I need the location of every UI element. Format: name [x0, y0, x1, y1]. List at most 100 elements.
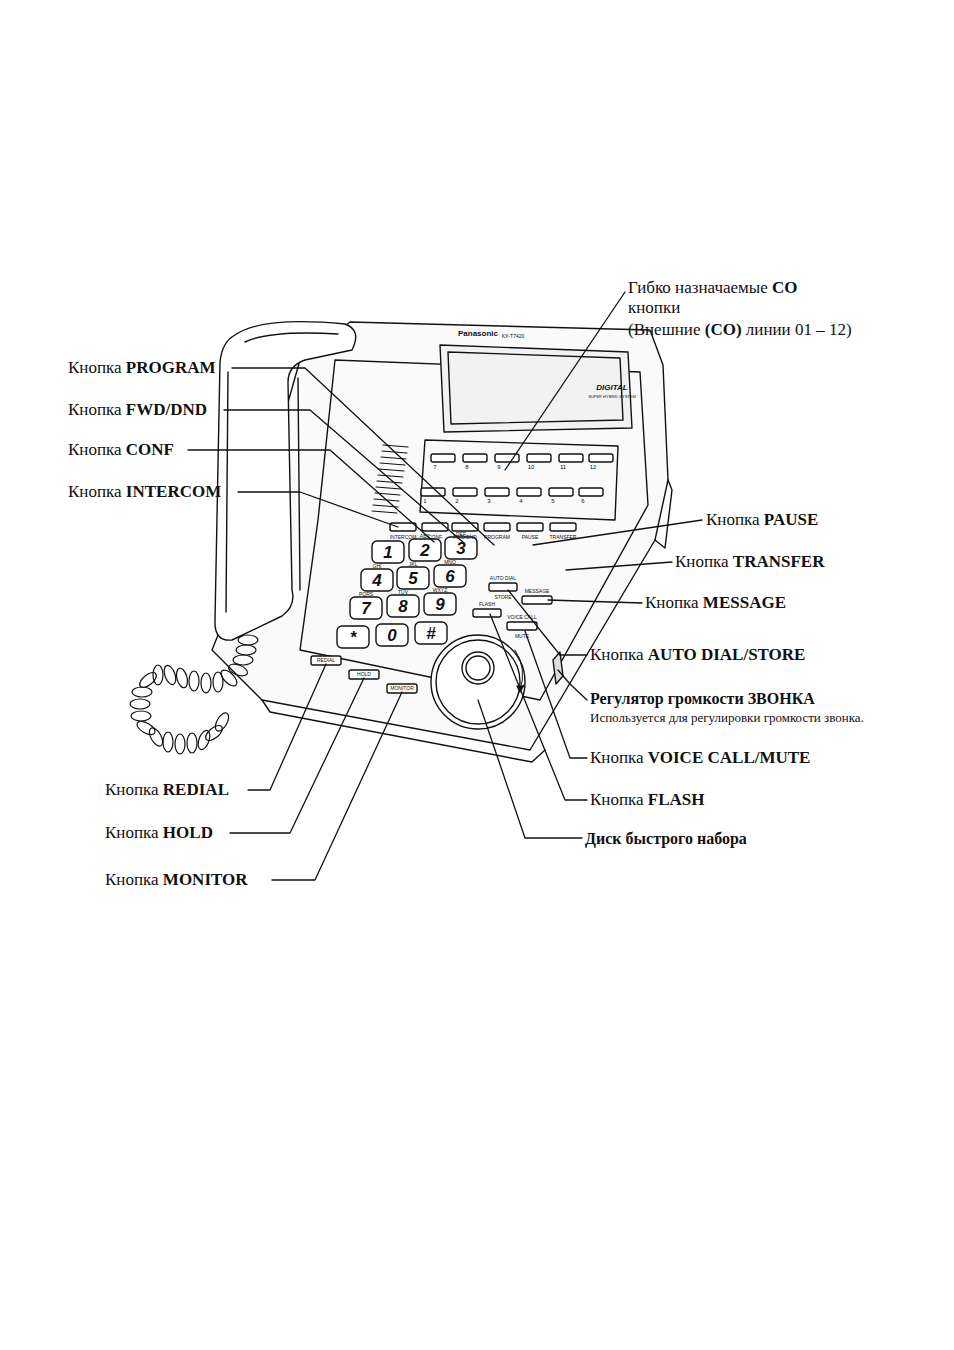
bold-part: PAUSE — [764, 510, 818, 529]
key-letters: WXYZ — [433, 588, 447, 593]
text-part — [760, 510, 764, 529]
callout-label: Кнопка CONF — [68, 440, 174, 460]
text-part — [742, 320, 746, 339]
key-digit: 5 — [408, 570, 417, 587]
model-label: KX-T7420 — [502, 334, 525, 339]
text-part: Кнопка — [68, 482, 122, 501]
button-label: PAUSE — [522, 535, 539, 540]
key-digit: 9 — [435, 596, 444, 613]
text-part: – — [816, 320, 825, 339]
key-digit: * — [350, 629, 357, 646]
callout-label: Кнопка AUTO DIAL/STORE — [590, 645, 805, 665]
bold-part: FLASH — [648, 790, 705, 809]
text-part — [159, 870, 163, 889]
display-window — [440, 345, 632, 432]
key-digit: 3 — [456, 540, 465, 557]
co-number: 4 — [519, 498, 522, 504]
bold-part: CALL/MUTE — [708, 748, 811, 767]
bold-part: VOICE — [648, 748, 703, 767]
button-label: MUTE — [515, 634, 529, 639]
text-part — [697, 645, 701, 664]
key-letters: PQRS — [359, 592, 373, 597]
keypad — [337, 537, 477, 648]
key-digit: 2 — [420, 542, 429, 559]
text-part: (Внешние — [628, 320, 700, 339]
bold-part: CO — [772, 278, 798, 297]
callout-label: Диск быстрого набора — [585, 829, 747, 848]
bold-part: PROGRAM — [126, 358, 216, 377]
text-part — [825, 320, 829, 339]
text-part: Кнопка — [590, 645, 644, 664]
text-part: Кнопка — [706, 510, 760, 529]
callout-label: Кнопка MESSAGE — [645, 593, 786, 613]
text-part: кнопки — [628, 298, 680, 317]
co-number: 8 — [465, 464, 468, 470]
key-letters: MNO — [444, 560, 456, 565]
text-part: Кнопка — [68, 358, 122, 377]
key-digit: # — [426, 625, 435, 642]
co-number: 5 — [551, 498, 554, 504]
callout-label: Гибко назначаемые CO кнопки — [628, 278, 828, 319]
button-label: STORE — [494, 595, 511, 600]
text-part — [122, 440, 126, 459]
callout-label: Кнопка FLASH — [590, 790, 705, 810]
text-part — [768, 278, 772, 297]
text-part — [671, 278, 675, 297]
bold-part: DIAL/STORE — [701, 645, 806, 664]
callout-label: Кнопка PROGRAM — [68, 358, 216, 378]
text-part: Кнопка — [105, 870, 159, 889]
bold-part: FWD/DND — [126, 400, 207, 419]
button-label: INTERCOM — [390, 535, 417, 540]
key-letters: JKL — [409, 562, 418, 567]
text-part — [159, 780, 163, 799]
co-number: 3 — [487, 498, 490, 504]
callout-label: Кнопка HOLD — [105, 823, 213, 843]
text-part — [644, 748, 648, 767]
key-letters: GHI — [373, 564, 382, 569]
text-part: Кнопка — [105, 780, 159, 799]
button-label: HOLD — [357, 672, 371, 677]
button-label: MESSAGE — [525, 589, 550, 594]
key-letters: DEF — [456, 532, 466, 537]
text-part — [791, 320, 795, 339]
bold-part: MESSAGE — [703, 593, 786, 612]
button-label: FLASH — [479, 602, 495, 607]
text-part: Кнопка — [590, 748, 644, 767]
bold-part: HOLD — [163, 823, 213, 842]
brand-logo: Panasonic — [458, 330, 498, 338]
text-part: Кнопка — [68, 440, 122, 459]
bold-part: MONITOR — [163, 870, 248, 889]
phone-body — [212, 322, 668, 750]
text-part — [122, 358, 126, 377]
brand-label: DIGITAL — [596, 384, 627, 392]
text-part — [122, 482, 126, 501]
button-label: PROGRAM — [484, 535, 510, 540]
key-digit: 4 — [372, 572, 381, 589]
callout-label: Кнопка INTERCOM — [68, 482, 221, 502]
text-part: назначаемые — [675, 278, 768, 297]
text-part — [644, 645, 648, 664]
jog-dial — [431, 635, 525, 729]
callout-label: Регулятор громкости ЗВОНКА — [590, 689, 815, 708]
leader-lines — [188, 292, 702, 880]
text-part — [644, 790, 648, 809]
key-digit: 7 — [361, 600, 370, 617]
callout-label: Кнопка VOICE CALL/MUTE — [590, 748, 810, 768]
text-part — [729, 552, 733, 571]
handset — [215, 322, 356, 641]
key-digit: 8 — [398, 598, 407, 615]
key-digit: 0 — [387, 627, 396, 644]
callout-label: Кнопка REDIAL — [105, 780, 229, 800]
co-number: 6 — [581, 498, 584, 504]
text-part: 01 — [795, 320, 812, 339]
callout-label: (Внешние (CO) линии 01 – 12) — [628, 320, 852, 340]
button-label: TRANSFER — [550, 535, 577, 540]
coil-cord — [130, 635, 258, 754]
note-text: Используется для регулировки громкости з… — [590, 710, 875, 726]
brand-label: SUPER HYBRID SYSTEM — [588, 395, 636, 399]
button-label: REDIAL — [317, 658, 335, 663]
button-label: MONITOR — [390, 686, 414, 691]
text-part — [122, 400, 126, 419]
